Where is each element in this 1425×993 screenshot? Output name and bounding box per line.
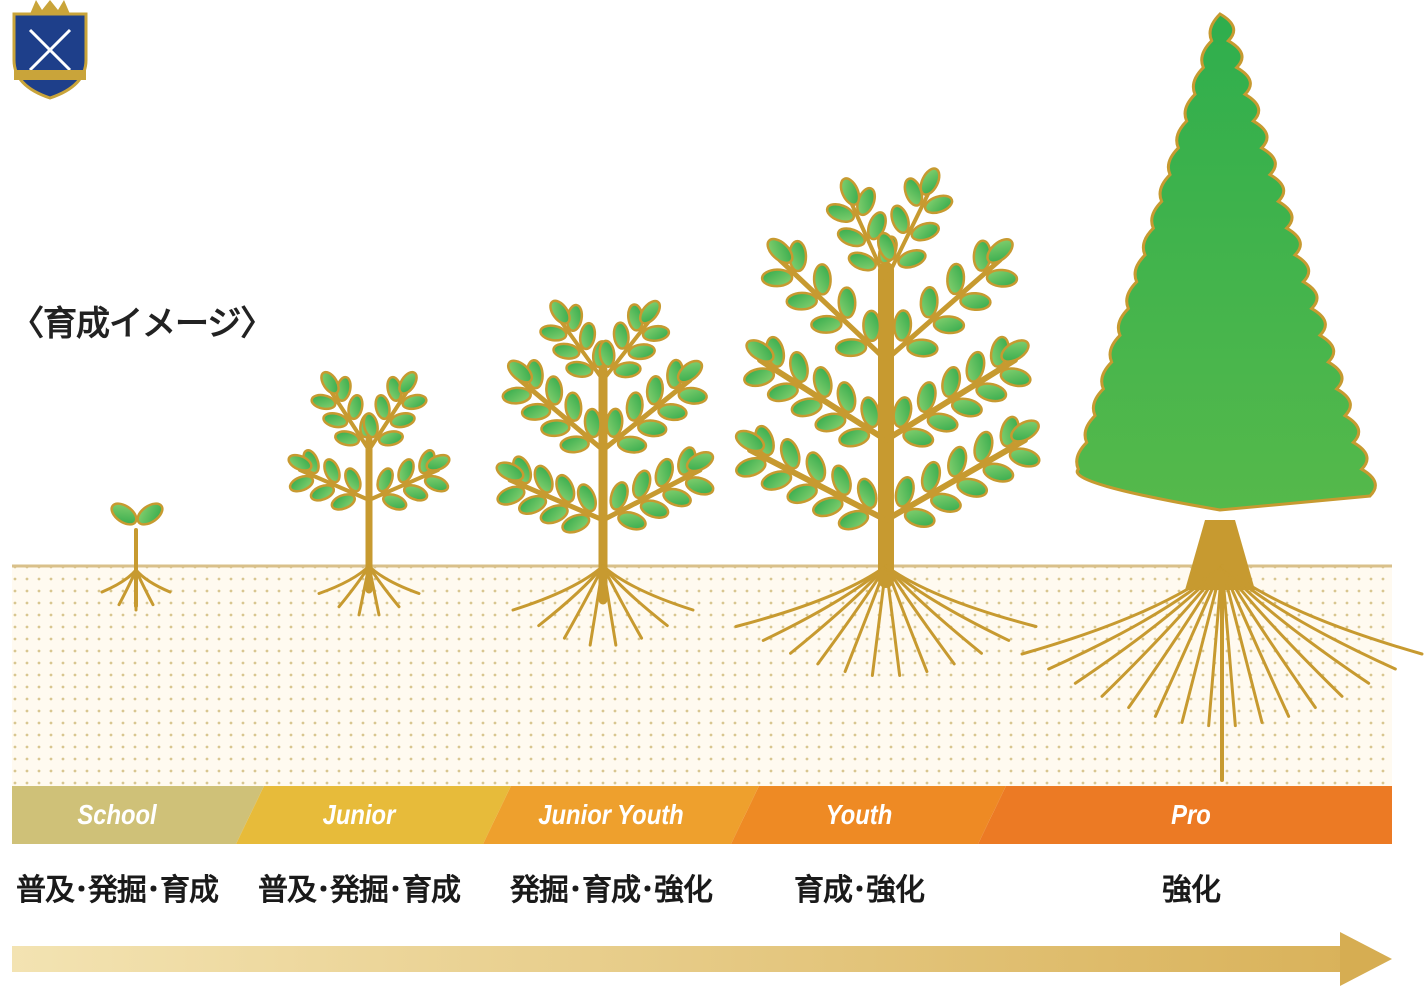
band-segment-school <box>12 786 264 844</box>
band-segment-junior-youth <box>483 786 759 844</box>
tree-school <box>100 502 172 612</box>
stage-label-youth: Youth <box>825 799 893 830</box>
tree-junior <box>287 370 451 617</box>
club-crest-icon <box>12 0 88 100</box>
stage-caption-junior: 普及･発掘･育成 <box>258 873 461 908</box>
stage-band <box>12 786 1392 844</box>
stage-label-junior-youth: Junior Youth <box>538 799 684 830</box>
stage-caption-youth: 育成･強化 <box>794 873 925 908</box>
growth-trees <box>100 12 1424 782</box>
soil-area <box>12 564 1392 786</box>
stage-caption-junior-youth: 発掘･育成･強化 <box>510 873 713 908</box>
band-segment-pro <box>978 786 1392 844</box>
tree-pro <box>1020 12 1424 782</box>
band-segment-youth <box>731 786 1006 844</box>
growth-arrow <box>12 932 1392 986</box>
band-segment-junior <box>236 786 511 844</box>
tree-youth <box>734 167 1041 677</box>
stage-label-junior: Junior <box>322 799 396 830</box>
stage-caption-school: 普及･発掘･育成 <box>16 873 219 908</box>
stage-label-school: School <box>77 799 157 830</box>
tree-junior-youth <box>495 299 715 647</box>
stage-caption-pro: 強化 <box>1162 873 1221 908</box>
stage-label-pro: Pro <box>1171 799 1211 830</box>
page-title: 〈育成イメージ〉 <box>10 304 274 344</box>
